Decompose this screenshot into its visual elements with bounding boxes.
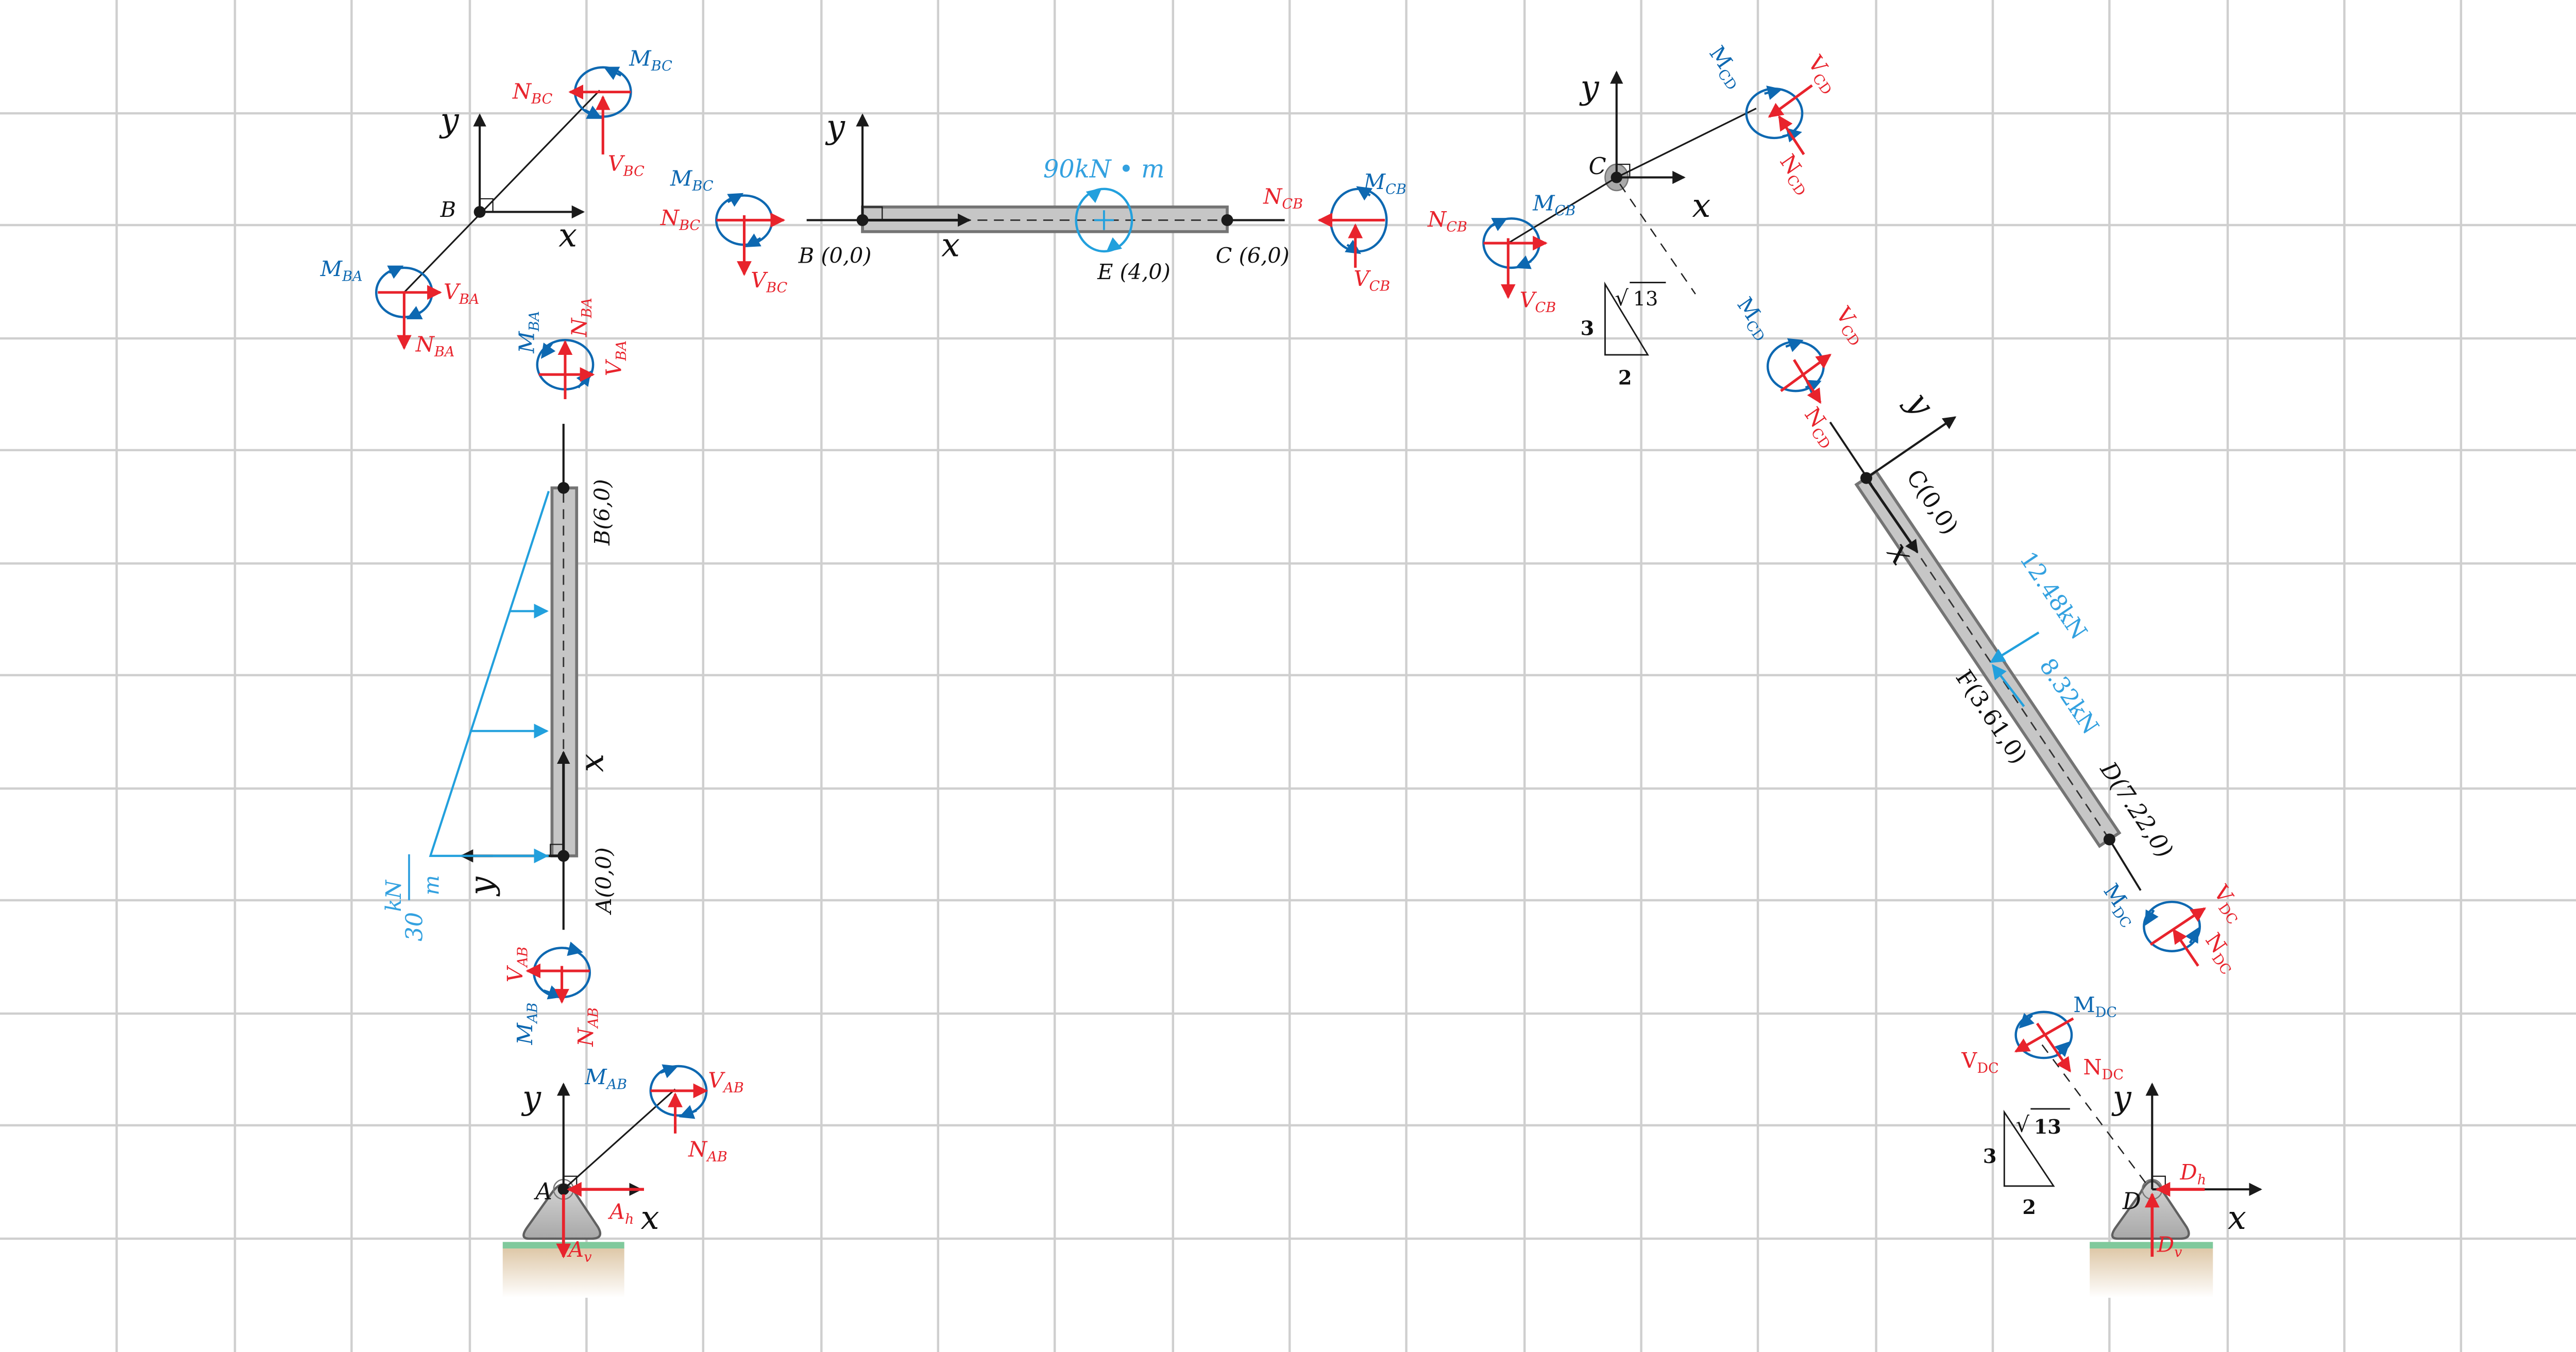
node-a-dot: [557, 850, 570, 862]
svg-text:3: 3: [1581, 317, 1595, 340]
svg-text:MCB: MCB: [1363, 169, 1406, 198]
node-c-dot: [1860, 472, 1872, 484]
local-y-label: y: [1898, 384, 1941, 423]
svg-text:VCB: VCB: [1354, 266, 1391, 295]
svg-text:2: 2: [2022, 1196, 2036, 1219]
svg-text:MCD: MCD: [1702, 41, 1750, 93]
svg-text:MCD: MCD: [1730, 293, 1777, 345]
svg-text:MAB: MAB: [584, 1065, 627, 1093]
axis-x-label: x: [641, 1199, 659, 1237]
svg-text:NBC: NBC: [512, 79, 553, 107]
svg-text:MCB: MCB: [1532, 191, 1575, 219]
svg-text:MBC: MBC: [670, 166, 714, 194]
node-b-coord-label: B (0,0): [798, 243, 872, 268]
node-b-dot: [557, 482, 570, 494]
force-dh-label: Dh: [2180, 1160, 2207, 1188]
svg-text:NBA: NBA: [567, 298, 595, 337]
svg-text:NDC: NDC: [2198, 929, 2244, 978]
support-a: y x A Ah Av MAB VAB NAB: [502, 1064, 744, 1298]
svg-text:NAB: NAB: [573, 1007, 602, 1047]
load-unit-denominator: m: [419, 875, 444, 895]
node-d-coord-label: D(7.22,0): [2095, 757, 2179, 863]
node-c-coord-label: C (6,0): [1216, 243, 1290, 268]
node-a-coord-label: A(0,0): [591, 847, 616, 915]
svg-text:2: 2: [1618, 366, 1632, 389]
svg-text:VDC: VDC: [2206, 880, 2250, 927]
svg-text:VBA: VBA: [601, 340, 630, 376]
member-ab: x y B(6,0) A(0,0) 30 kN m VAB MAB NAB: [381, 298, 630, 1047]
svg-text:VCD: VCD: [1828, 302, 1873, 349]
node-label-d: D: [2122, 1188, 2141, 1215]
svg-text:VCB: VCB: [1520, 287, 1556, 316]
axis-y-label: y: [1579, 69, 1600, 107]
support-d: y x D Dh Dv 3 2 √ 13 MDC VDC NDC: [1961, 992, 2262, 1298]
svg-text:√: √: [1615, 286, 1629, 311]
moment-load-label: 90kN • m: [1043, 155, 1165, 183]
svg-text:NAB: NAB: [688, 1137, 727, 1165]
local-x-label: x: [573, 754, 611, 772]
load-1-label: 12.48kN: [2014, 547, 2092, 645]
svg-text:13: 13: [1633, 287, 1658, 311]
svg-text:MAB: MAB: [513, 1003, 541, 1046]
joint-b: y x B MBC NBC VBC MBA VBA NBA: [320, 46, 672, 361]
node-c-dot: [1221, 214, 1233, 226]
node-d-dot: [2103, 833, 2115, 846]
svg-text:MDC: MDC: [2073, 992, 2117, 1021]
load-value-label: 30: [401, 912, 428, 942]
axis-y-label: y: [521, 1079, 541, 1117]
axis-x-label: x: [1692, 187, 1710, 225]
local-x-label: x: [941, 227, 960, 265]
node-label-b: B: [440, 197, 456, 222]
svg-text:13: 13: [2034, 1116, 2061, 1139]
svg-text:3: 3: [1983, 1145, 1997, 1168]
internal-force-ab-at-member: VAB MAB NAB: [503, 942, 602, 1047]
axis-x-label: x: [2228, 1199, 2246, 1237]
svg-text:NCD: NCD: [1772, 150, 1819, 199]
member-bc: MBC NBC VBC y x B (0,0) C (6,0) E (4,0) …: [660, 108, 1406, 296]
node-label-a: A: [534, 1178, 552, 1205]
svg-text:NCB: NCB: [1263, 184, 1303, 212]
local-y-label: y: [825, 108, 845, 146]
svg-text:NDC: NDC: [2083, 1055, 2124, 1083]
svg-text:NBC: NBC: [660, 206, 701, 234]
member-cd: MCD VCD NCD y x C(0,0) F(3.61,0) D(7.22,…: [1730, 293, 2250, 978]
force-dv-label: Dv: [2157, 1232, 2182, 1260]
svg-text:NCD: NCD: [1797, 403, 1843, 452]
svg-text:MDC: MDC: [2096, 879, 2144, 931]
node-b-dot: [856, 214, 869, 226]
force-ah-label: Ah: [607, 1200, 634, 1228]
internal-force-ba-at-member: MBA NBA VBA: [514, 298, 630, 400]
force-av-label: Av: [566, 1237, 592, 1265]
svg-text:VBA: VBA: [444, 279, 479, 307]
node-e-coord-label: E (4,0): [1097, 260, 1171, 284]
svg-text:VBC: VBC: [751, 268, 787, 296]
axis-x-label: x: [558, 216, 577, 254]
local-y-label: y: [463, 876, 501, 897]
triangular-distributed-load: 30 kN m: [381, 491, 550, 942]
svg-text:VAB: VAB: [503, 947, 531, 982]
internal-force-ab-at-a: MAB VAB NAB: [584, 1064, 744, 1165]
node-label-c: C: [1589, 153, 1606, 180]
applied-moment-e: 90kN • m: [1043, 155, 1165, 253]
svg-text:√: √: [2016, 1113, 2030, 1137]
svg-text:VBC: VBC: [608, 151, 645, 180]
axis-y-label: y: [2111, 1079, 2132, 1117]
slope-triangle-c: 3 2 √ 13: [1581, 281, 1666, 389]
pin-support-d-icon: [2111, 1180, 2190, 1240]
svg-text:VAB: VAB: [708, 1068, 743, 1096]
svg-text:MBA: MBA: [320, 256, 363, 285]
svg-text:NBA: NBA: [415, 332, 455, 361]
svg-text:NCB: NCB: [1427, 207, 1467, 235]
load-unit-numerator: kN: [381, 879, 406, 912]
svg-text:VDC: VDC: [1961, 1048, 1998, 1076]
axis-y-label: y: [439, 101, 460, 140]
node-b-coord-label: B(6,0): [590, 479, 615, 546]
svg-text:MBA: MBA: [514, 311, 543, 354]
svg-text:MBC: MBC: [629, 46, 672, 75]
slope-triangle-d: 3 2 √ 13: [1983, 1108, 2070, 1219]
